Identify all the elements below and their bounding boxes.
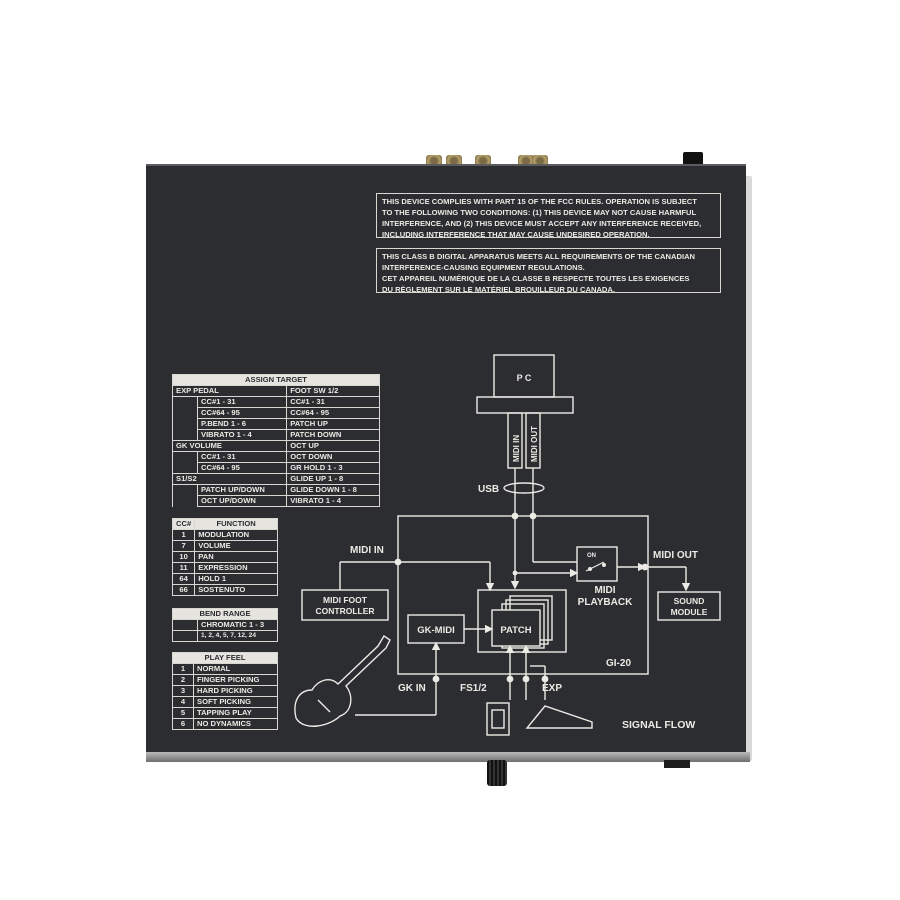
canada-line: INTERFERENCE-CAUSING EQUIPMENT REGULATIO…: [382, 263, 585, 272]
foot-switch-icon: [486, 702, 510, 736]
side-connector: [664, 760, 690, 768]
patch-box: [491, 609, 541, 647]
on-label: ON: [587, 553, 596, 559]
midi-foot-controller-label-1: MIDI FOOT: [323, 595, 368, 605]
volume-knob: [487, 760, 507, 786]
cc-num: 64: [171, 573, 196, 585]
midi-playback-switch: [576, 546, 618, 582]
bend-range-row: 1, 2, 4, 5, 7, 12, 24: [197, 630, 278, 642]
canada-line: CET APPAREIL NUMÉRIQUE DE LA CLASSE B RE…: [382, 274, 690, 283]
play-feel-label: NO DYNAMICS: [193, 718, 278, 730]
s-item: OCT UP/DOWN: [196, 495, 288, 507]
midi-playback-label-2: PLAYBACK: [578, 597, 633, 608]
gi20-box: [397, 515, 649, 675]
sound-module-label-1: SOUND: [674, 596, 705, 606]
midi-out-label: MIDI OUT: [653, 550, 698, 561]
fs-label: FS1/2: [460, 683, 487, 694]
fcc-line: TO THE FOLLOWING TWO CONDITIONS: (1) THI…: [382, 208, 697, 217]
power-switch: [683, 152, 703, 166]
midi-foot-controller-label-2: CONTROLLER: [315, 606, 374, 616]
midi-out-vertical-label: MIDI OUT: [530, 426, 539, 462]
foot-sw-item: VIBRATO 1 - 4: [286, 495, 380, 507]
fcc-notice: THIS DEVICE COMPLIES WITH PART 15 OF THE…: [376, 193, 721, 239]
midi-foot-controller-box: [301, 589, 389, 621]
fcc-line: INCLUDING INTERFERENCE THAT MAY CAUSE UN…: [382, 230, 650, 239]
canada-line: DU RÈGLEMENT SUR LE MATÉRIEL BROUILLEUR …: [382, 285, 616, 294]
cc-func: SOSTENUTO: [194, 584, 278, 596]
patch-label: PATCH: [500, 625, 531, 636]
expression-pedal-icon: [525, 705, 593, 729]
fcc-line: THIS DEVICE COMPLIES WITH PART 15 OF THE…: [382, 197, 697, 206]
exp-label: EXP: [542, 683, 562, 694]
function-header: FUNCTION: [194, 518, 278, 530]
gk-midi-label: GK-MIDI: [417, 625, 454, 636]
usb-label: USB: [478, 484, 499, 495]
canada-notice: THIS CLASS B DIGITAL APPARATUS MEETS ALL…: [376, 248, 721, 294]
canada-line: THIS CLASS B DIGITAL APPARATUS MEETS ALL…: [382, 252, 696, 261]
sound-module-box: [657, 591, 721, 621]
fcc-line: INTERFERENCE, AND (2) THIS DEVICE MUST A…: [382, 219, 702, 228]
midi-playback-label-1: MIDI: [594, 585, 615, 596]
play-feel-num: 6: [172, 718, 194, 730]
bend-range-table: BEND RANGE CHROMATIC 1 - 3 1, 2, 4, 5, 7…: [172, 608, 278, 642]
midi-in-label: MIDI IN: [350, 545, 384, 556]
gi20-label: GI-20: [606, 658, 631, 669]
pc-base-box: [476, 396, 574, 414]
midi-in-vertical-label: MIDI IN: [512, 435, 521, 462]
sound-module-label-2: MODULE: [671, 607, 708, 617]
gk-in-label: GK IN: [398, 683, 426, 694]
cc-num: 66: [171, 584, 196, 596]
device-front-edge: [146, 752, 750, 762]
guitar-icon: [294, 635, 391, 727]
usb-bundle-ring: [503, 482, 545, 494]
pc-label: P C: [517, 373, 532, 383]
signal-flow-label: SIGNAL FLOW: [622, 719, 695, 731]
